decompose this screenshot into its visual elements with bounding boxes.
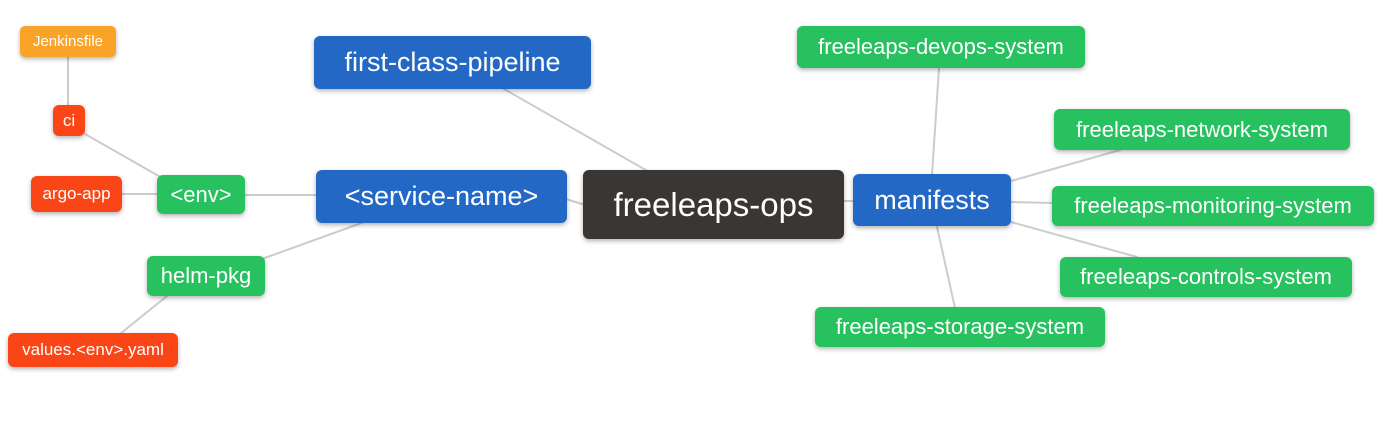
edge-values-helm [119, 295, 168, 335]
node-freeleaps-devops-system[interactable]: freeleaps-devops-system [797, 26, 1085, 68]
edge-manifests-devops [931, 67, 940, 176]
edge-manifests-storage [936, 226, 956, 309]
node-values-env-yaml[interactable]: values.<env>.yaml [8, 333, 178, 367]
node-helm-pkg[interactable]: helm-pkg [147, 256, 265, 296]
node-service-name[interactable]: <service-name> [316, 170, 567, 223]
edge-manifests-controls [1010, 221, 1138, 258]
node-env[interactable]: <env> [157, 175, 245, 214]
node-argo-app[interactable]: argo-app [31, 176, 122, 212]
edge-helm-service [261, 220, 368, 260]
edge-pipeline-root [503, 88, 652, 174]
node-freeleaps-network-system[interactable]: freeleaps-network-system [1054, 109, 1350, 150]
edge-ci-env [84, 133, 165, 180]
edge-service-root [565, 198, 586, 206]
node-freeleaps-controls-system[interactable]: freeleaps-controls-system [1060, 257, 1352, 297]
node-freeleaps-storage-system[interactable]: freeleaps-storage-system [815, 307, 1105, 347]
edge-manifests-monitoring [1010, 201, 1054, 204]
node-ci[interactable]: ci [53, 105, 85, 136]
node-freeleaps-ops-root[interactable]: freeleaps-ops [583, 170, 844, 239]
edge-manifests-network [1010, 149, 1121, 182]
node-jenkinsfile[interactable]: Jenkinsfile [20, 26, 116, 57]
node-first-class-pipeline[interactable]: first-class-pipeline [314, 36, 591, 89]
node-manifests[interactable]: manifests [853, 174, 1011, 226]
node-freeleaps-monitoring-system[interactable]: freeleaps-monitoring-system [1052, 186, 1374, 226]
